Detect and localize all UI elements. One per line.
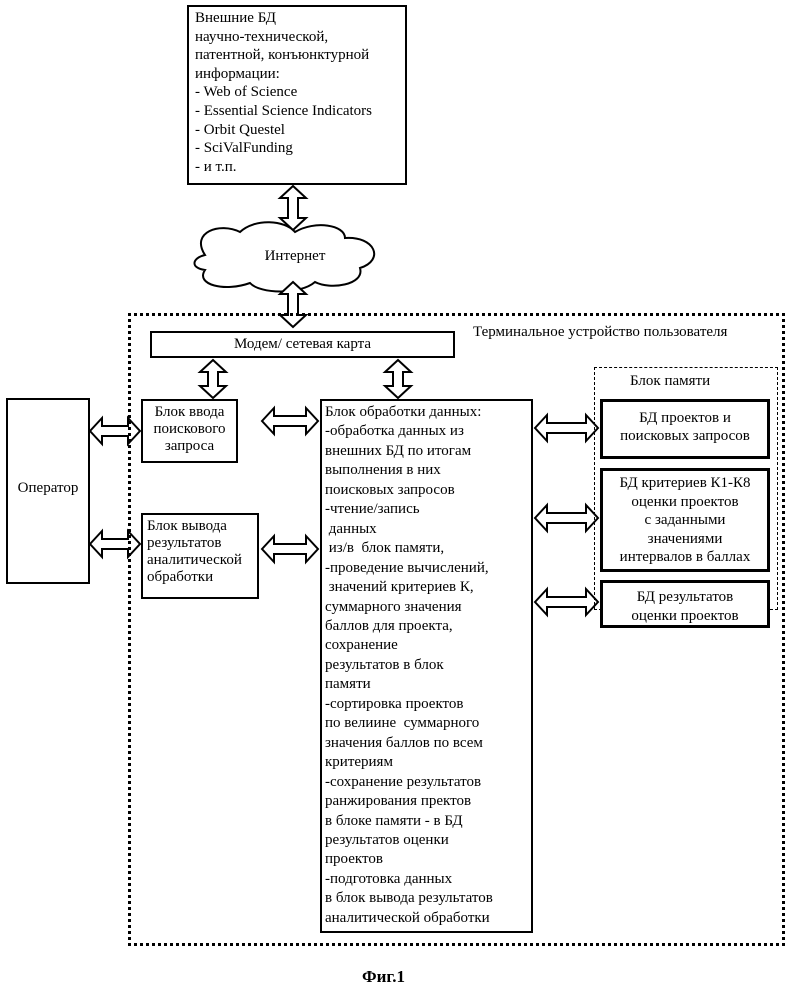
processing-block-line: памяти bbox=[325, 675, 493, 694]
db-projects-box: БД проектов ипоисковых запросов bbox=[600, 399, 770, 459]
db-projects-line: БД проектов и bbox=[603, 409, 767, 427]
processing-block-line: ранжирования пректов bbox=[325, 792, 493, 811]
processing-block-line: баллов для проекта, bbox=[325, 617, 493, 636]
processing-block-line: -подготовка данных bbox=[325, 870, 493, 889]
db-projects-line: поисковых запросов bbox=[603, 427, 767, 445]
db-results-text: БД результатовоценки проектов bbox=[603, 588, 767, 626]
processing-block-line: -чтение/запись bbox=[325, 500, 493, 519]
input-block-text: Блок вводапоисковогозапроса bbox=[143, 404, 236, 455]
modem-label: Модем/ сетевая карта bbox=[152, 336, 453, 353]
processing-block-line: значения баллов по всем bbox=[325, 734, 493, 753]
terminal-device-label: Терминальное устройство пользователя bbox=[473, 324, 727, 341]
processing-block-line: в блоке памяти - в БД bbox=[325, 812, 493, 831]
processing-block-line: -сохранение результатов bbox=[325, 773, 493, 792]
processing-block-line: поисковых запросов bbox=[325, 481, 493, 500]
input-block-line: Блок ввода bbox=[143, 404, 236, 421]
external-db-box: Внешние БДнаучно-технической,патентной, … bbox=[187, 5, 407, 185]
output-block-line: обработки bbox=[147, 569, 242, 586]
processing-block-line: внешних БД по итогам bbox=[325, 442, 493, 461]
operator-label: Оператор bbox=[8, 480, 88, 497]
external-db-line: - SciValFunding bbox=[195, 139, 372, 158]
db-results-line: БД результатов bbox=[603, 588, 767, 607]
processing-block-line: суммарного значения bbox=[325, 598, 493, 617]
processing-block-line: -проведение вычислений, bbox=[325, 559, 493, 578]
processing-block-line: критериям bbox=[325, 753, 493, 772]
external-db-line: патентной, конъюнктурной bbox=[195, 46, 372, 65]
db-criteria-line: интервалов в баллах bbox=[603, 548, 767, 567]
db-criteria-line: БД критериев К1-К8 bbox=[603, 474, 767, 493]
internet-label: Интернет bbox=[230, 248, 360, 265]
output-block-text: Блок выводарезультатованалитическойобраб… bbox=[147, 518, 242, 586]
processing-block-text: Блок обработки данных:-обработка данных … bbox=[325, 403, 493, 928]
processing-block-line: выполнения в них bbox=[325, 461, 493, 480]
external-db-text: Внешние БДнаучно-технической,патентной, … bbox=[195, 9, 372, 176]
processing-block-line: аналитической обработки bbox=[325, 909, 493, 928]
external-db-line: информации: bbox=[195, 65, 372, 84]
db-criteria-line: значениями bbox=[603, 530, 767, 549]
output-block-line: аналитической bbox=[147, 552, 242, 569]
processing-block-line: результатов оценки bbox=[325, 831, 493, 850]
modem-box: Модем/ сетевая карта bbox=[150, 331, 455, 358]
processing-block-box: Блок обработки данных:-обработка данных … bbox=[320, 399, 533, 933]
output-block-line: результатов bbox=[147, 535, 242, 552]
external-db-line: - Essential Science Indicators bbox=[195, 102, 372, 121]
processing-block-line: -обработка данных из bbox=[325, 422, 493, 441]
input-block-line: запроса bbox=[143, 438, 236, 455]
output-block-box: Блок выводарезультатованалитическойобраб… bbox=[141, 513, 259, 599]
processing-block-line: данных bbox=[325, 520, 493, 539]
figure-caption: Фиг.1 bbox=[362, 967, 405, 987]
processing-block-line: по велиине суммарного bbox=[325, 714, 493, 733]
external-db-line: научно-технической, bbox=[195, 28, 372, 47]
db-criteria-line: оценки проектов bbox=[603, 493, 767, 512]
external-db-line: - Orbit Questel bbox=[195, 121, 372, 140]
db-criteria-text: БД критериев К1-К8оценки проектовс задан… bbox=[603, 474, 767, 567]
processing-block-line: из/в блок памяти, bbox=[325, 539, 493, 558]
input-block-box: Блок вводапоисковогозапроса bbox=[141, 399, 238, 463]
memory-block-label: Блок памяти bbox=[630, 373, 710, 390]
processing-block-line: значений критериев К, bbox=[325, 578, 493, 597]
db-results-box: БД результатовоценки проектов bbox=[600, 580, 770, 628]
external-db-line: - и т.п. bbox=[195, 158, 372, 177]
external-db-line: - Web of Science bbox=[195, 83, 372, 102]
external-db-line: Внешние БД bbox=[195, 9, 372, 28]
processing-block-line: Блок обработки данных: bbox=[325, 403, 493, 422]
processing-block-line: сохранение bbox=[325, 636, 493, 655]
operator-box: Оператор bbox=[6, 398, 90, 584]
arrow-extdb-internet bbox=[280, 186, 306, 230]
processing-block-line: в блок вывода результатов bbox=[325, 889, 493, 908]
output-block-line: Блок вывода bbox=[147, 518, 242, 535]
processing-block-line: -сортировка проектов bbox=[325, 695, 493, 714]
processing-block-line: результатов в блок bbox=[325, 656, 493, 675]
processing-block-line: проектов bbox=[325, 850, 493, 869]
input-block-line: поискового bbox=[143, 421, 236, 438]
db-criteria-line: с заданными bbox=[603, 511, 767, 530]
db-results-line: оценки проектов bbox=[603, 607, 767, 626]
db-criteria-box: БД критериев К1-К8оценки проектовс задан… bbox=[600, 468, 770, 572]
db-projects-text: БД проектов ипоисковых запросов bbox=[603, 409, 767, 445]
